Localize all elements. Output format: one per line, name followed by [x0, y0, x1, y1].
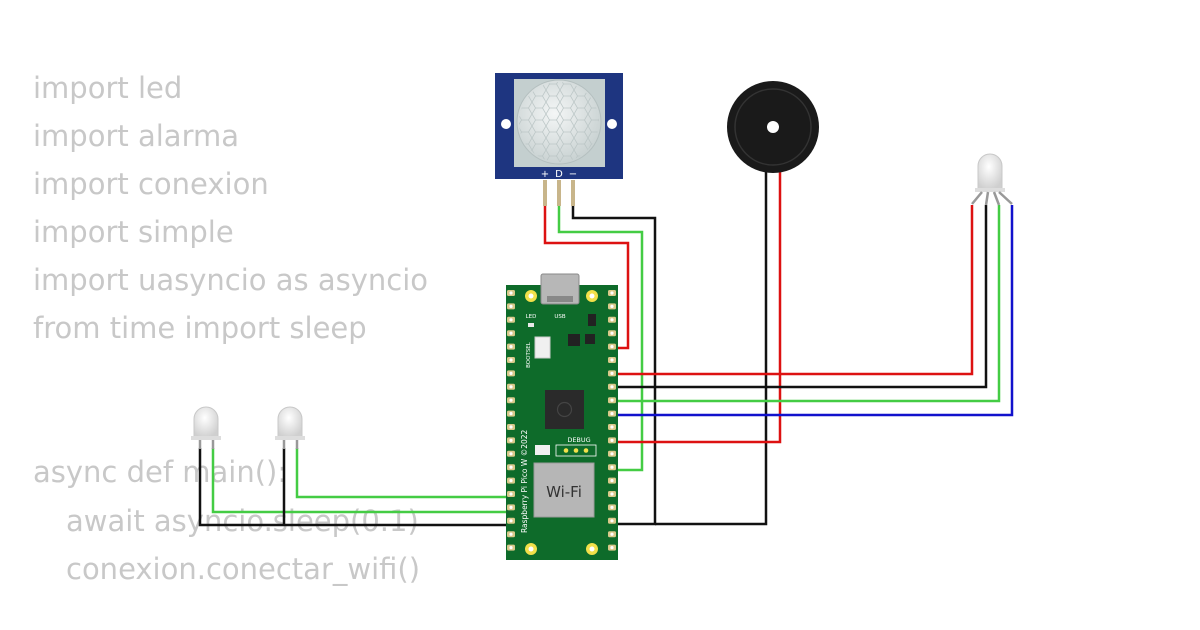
- wire-buzzer-black: [655, 172, 768, 526]
- led-1[interactable]: [191, 406, 221, 449]
- pin-hole: [610, 412, 614, 416]
- pin-hole: [610, 465, 614, 469]
- pin-hole: [610, 519, 614, 523]
- wire-pir-gnd-black: [571, 205, 657, 526]
- pir-pin-vcc: [543, 180, 547, 206]
- wire-pir-vcc-red: [543, 205, 630, 350]
- pin-hole: [509, 398, 513, 402]
- pin-hole: [509, 331, 513, 335]
- wire-led1-green: [211, 448, 515, 514]
- rp2040-chip: [545, 390, 584, 429]
- pin-hole: [610, 371, 614, 375]
- led-1-rim: [191, 436, 221, 440]
- pin-hole: [509, 304, 513, 308]
- pin-hole: [610, 331, 614, 335]
- pico-bootsel-label: BOOTSEL: [526, 341, 532, 368]
- pin-hole: [610, 345, 614, 349]
- rgb-led-dome: [977, 153, 1003, 191]
- pico-left-pin-row: [507, 290, 515, 551]
- wires: [198, 172, 1014, 527]
- pir-dome-pattern: [519, 82, 599, 162]
- pico-led-label: LED: [526, 314, 537, 320]
- pir-pin-data: [557, 180, 561, 206]
- rgb-led[interactable]: [971, 153, 1013, 206]
- pin-hole: [509, 318, 513, 322]
- wire-rgb-black: [607, 205, 988, 389]
- wire-rgb-blue: [607, 205, 1014, 417]
- pin-hole: [509, 345, 513, 349]
- led-1-dome: [193, 406, 219, 439]
- buzzer-hole: [767, 121, 779, 133]
- pico-right-pin-row: [608, 290, 616, 551]
- rgb-led-rim: [975, 188, 1005, 192]
- pin-hole: [610, 358, 614, 362]
- pir-mount-hole-right: [607, 119, 617, 129]
- pico-small-part: [535, 445, 550, 455]
- led-2-dome: [277, 406, 303, 439]
- rgb-led-legs: [971, 191, 1013, 206]
- pin-hole: [509, 358, 513, 362]
- buzzer-ring: [734, 88, 812, 166]
- pin-hole: [509, 532, 513, 536]
- pin-hole: [509, 425, 513, 429]
- pin-hole: [610, 385, 614, 389]
- pin-hole: [610, 438, 614, 442]
- pin-hole: [509, 479, 513, 483]
- wire-led2-green: [295, 448, 515, 499]
- pin-hole: [610, 546, 614, 550]
- pin-hole: [509, 465, 513, 469]
- wire-led1-black: [198, 448, 515, 527]
- pico-usb-label: USB: [554, 314, 566, 320]
- pin-hole: [610, 318, 614, 322]
- pir-pin-label-data: D: [555, 169, 563, 180]
- pin-hole: [610, 304, 614, 308]
- pico-debug-label: DEBUG: [567, 436, 590, 444]
- pin-hole: [610, 492, 614, 496]
- pico-chip-small-2: [585, 334, 595, 344]
- wire-rgb-green: [607, 205, 1001, 403]
- pir-pin-label-vcc: +: [541, 169, 549, 180]
- wifi-module: [533, 462, 595, 518]
- pin-hole: [610, 291, 614, 295]
- raspberry-logo-icon: [556, 401, 573, 418]
- pin-hole: [610, 398, 614, 402]
- wire-buzzer-red: [607, 172, 782, 444]
- bootsel-button[interactable]: [534, 336, 551, 359]
- pico-chip-small-1: [568, 334, 580, 346]
- pin-hole: [509, 438, 513, 442]
- pin-hole: [509, 492, 513, 496]
- pir-sensor[interactable]: + D −: [495, 73, 623, 206]
- pir-mount-hole-left: [501, 119, 511, 129]
- pin-hole: [610, 505, 614, 509]
- pin-hole: [509, 519, 513, 523]
- wire-pir-data-green: [557, 205, 644, 472]
- pico-w-board[interactable]: LED USB BOOTSEL DEBUG Wi-Fi Raspberry Pi…: [506, 273, 618, 560]
- pin-hole: [509, 546, 513, 550]
- pin-hole: [610, 452, 614, 456]
- led-2-legs: [282, 440, 299, 449]
- pin-hole: [509, 505, 513, 509]
- pin-hole: [610, 479, 614, 483]
- pir-pin-label-gnd: −: [569, 169, 577, 180]
- pin-hole: [509, 385, 513, 389]
- pin-hole: [610, 425, 614, 429]
- pin-hole: [509, 371, 513, 375]
- pico-led-indicator: [528, 323, 534, 327]
- pico-board-name: Raspberry Pi Pico W ©2022: [520, 429, 529, 533]
- pir-pin-gnd: [571, 180, 575, 206]
- pin-hole: [509, 412, 513, 416]
- pin-hole: [610, 532, 614, 536]
- led-2[interactable]: [275, 406, 305, 449]
- debug-header: [555, 444, 597, 457]
- buzzer[interactable]: [727, 81, 819, 173]
- led-2-rim: [275, 436, 305, 440]
- usb-connector-opening: [547, 296, 573, 302]
- wire-rgb-red: [607, 205, 974, 376]
- wifi-module-label: Wi-Fi: [546, 483, 582, 501]
- pico-chip-small-3: [588, 314, 596, 326]
- pin-hole: [509, 291, 513, 295]
- pin-hole: [509, 452, 513, 456]
- led-1-legs: [198, 440, 215, 449]
